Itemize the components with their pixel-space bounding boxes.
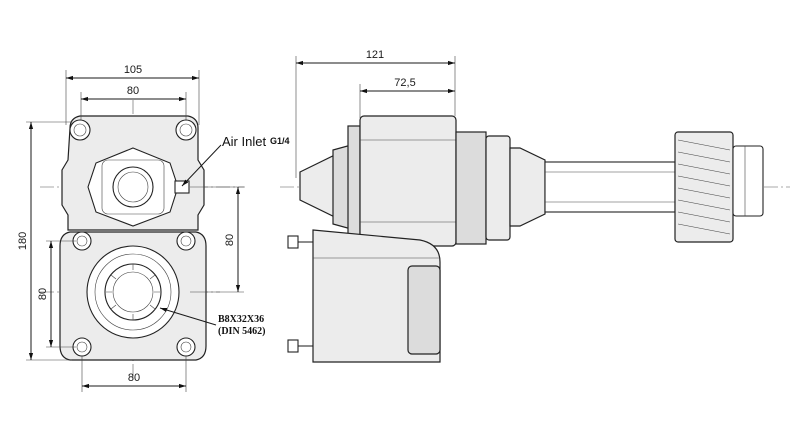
gear-teeth-lines xyxy=(677,139,731,235)
side-helical-gear xyxy=(674,131,734,243)
dim-side-offset: 72,5 xyxy=(394,77,415,89)
dim-bottom-width: 80 xyxy=(128,372,140,384)
front-view: 105 80 180 80 80 80 Air Inlet G1/4 B8X32… xyxy=(17,64,290,392)
dim-side-length: 121 xyxy=(366,49,384,61)
side-seal-ring xyxy=(485,135,511,241)
side-lower-port xyxy=(407,265,441,355)
side-bolts xyxy=(287,235,313,353)
side-main-body xyxy=(359,115,457,247)
air-inlet-port xyxy=(174,180,190,194)
splined-bore xyxy=(104,263,162,321)
air-inlet-thread-label: G1/4 xyxy=(270,136,290,146)
side-flange-plate xyxy=(347,125,361,241)
side-output-shaft xyxy=(544,161,676,213)
spline-spec-line2: (DIN 5462) xyxy=(218,326,266,337)
front-dimensions xyxy=(26,70,244,392)
top-right-lug xyxy=(175,119,197,141)
spline-teeth xyxy=(106,264,160,320)
side-end-cap xyxy=(732,145,764,217)
top-left-lug xyxy=(69,119,91,141)
dim-top-inner: 80 xyxy=(127,85,139,97)
side-dimensions xyxy=(295,56,456,178)
upper-shaft-bore xyxy=(112,166,154,208)
dim-top-width: 105 xyxy=(124,64,142,76)
dim-right-vertical: 80 xyxy=(224,234,236,246)
side-taper xyxy=(509,147,546,227)
air-inlet-label: Air Inlet xyxy=(222,134,266,149)
side-view: 121 72,5 xyxy=(280,49,790,363)
dim-left-vertical: 80 xyxy=(37,288,49,300)
spline-spec-line1: B8X32X36 xyxy=(218,314,264,325)
dim-height-left: 180 xyxy=(17,232,29,250)
side-bearing-cap xyxy=(455,131,487,245)
